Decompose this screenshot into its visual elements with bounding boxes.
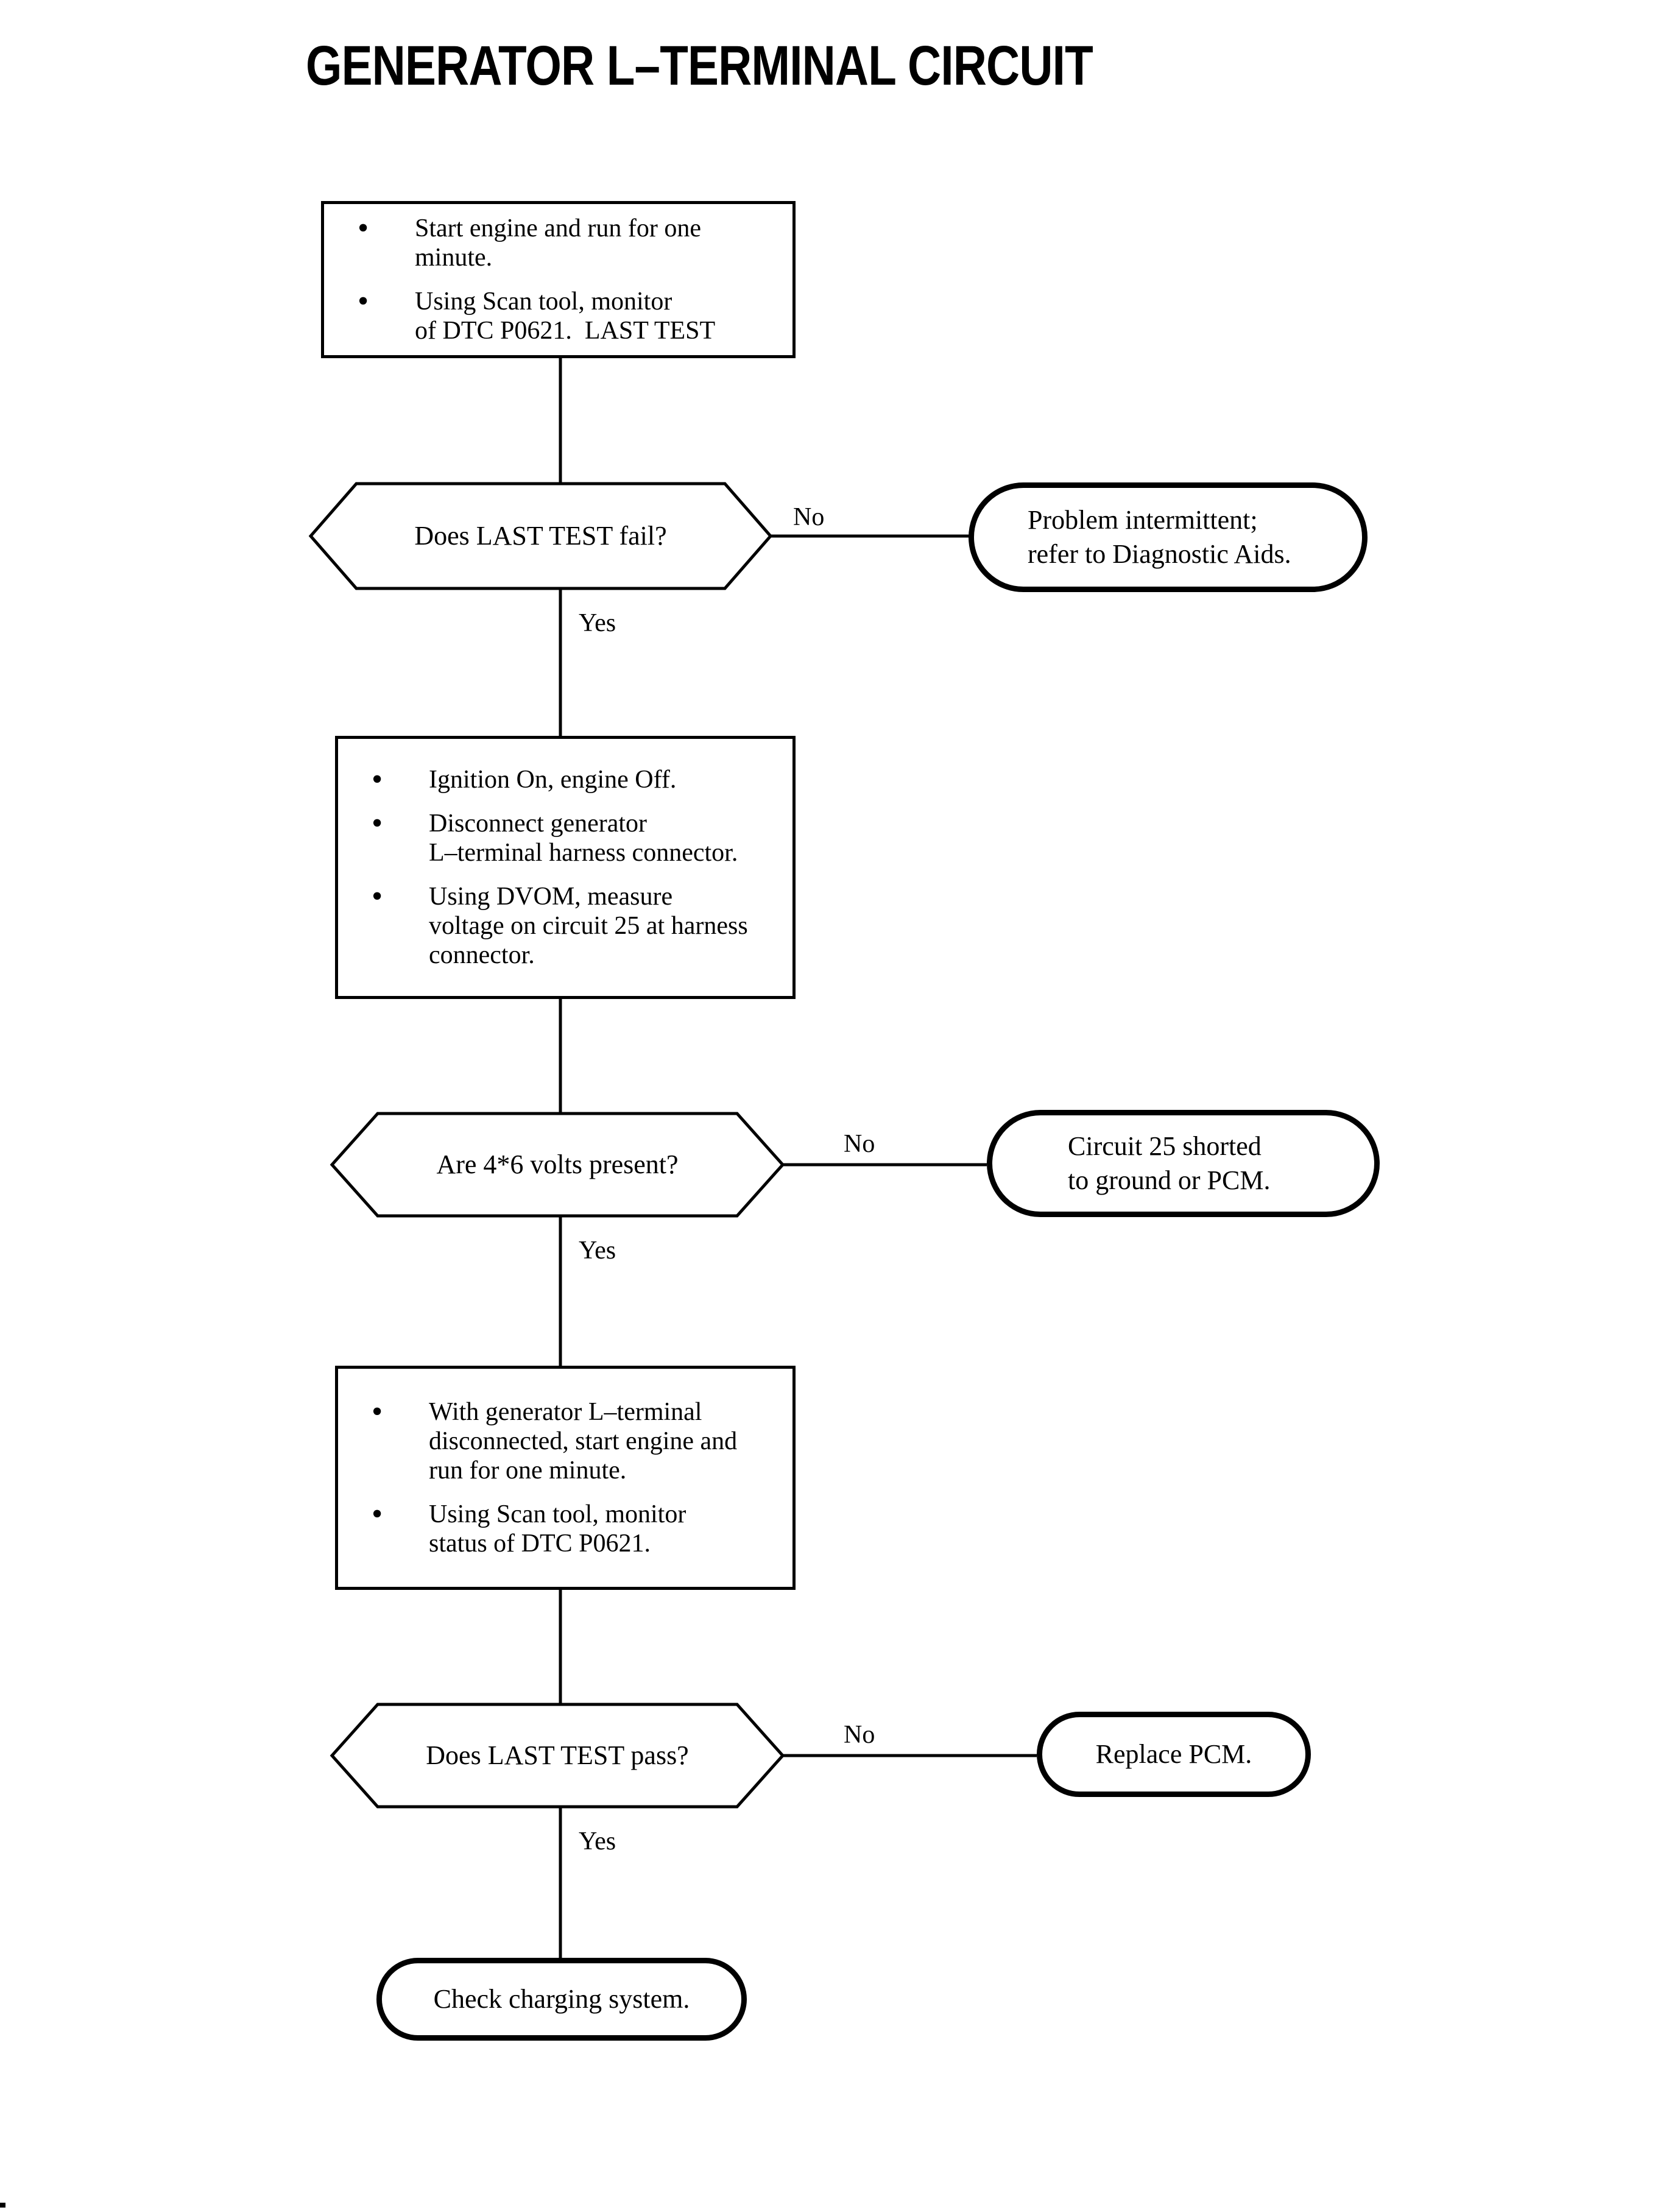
decision-1-question: Does LAST TEST fail? <box>414 521 667 551</box>
scan-artifact-dot <box>0 2203 5 2208</box>
bullet-item: • Start engine and run for one minute. <box>324 211 792 272</box>
decision-3-question: Does LAST TEST pass? <box>426 1740 689 1770</box>
bullet-icon: • <box>358 284 369 319</box>
terminal-check-charging-system: Check charging system. <box>376 1958 747 2041</box>
bullet-icon: • <box>372 879 383 914</box>
terminal-circuit-shorted: Circuit 25 shorted to ground or PCM. <box>987 1110 1380 1217</box>
bullet-text: Ignition On, engine Off. <box>429 766 677 794</box>
process-box-step1: • Start engine and run for one minute. •… <box>321 201 796 358</box>
yes-label-2: Yes <box>579 1237 616 1265</box>
bullet-item: • Ignition On, engine Off. <box>338 762 792 797</box>
bullet-icon: • <box>372 1497 383 1531</box>
bullet-text: Using Scan tool, monitor of DTC P0621. L… <box>415 288 716 345</box>
decision-3-hexagon <box>330 1703 785 1809</box>
bullet-icon: • <box>358 211 369 245</box>
decision-2-question: Are 4*6 volts present? <box>436 1149 679 1179</box>
process-box-step3: • With generator L–terminal disconnected… <box>335 1366 796 1590</box>
yes-label-1: Yes <box>579 609 616 637</box>
terminal-problem-intermittent: Problem intermittent; refer to Diagnosti… <box>969 482 1368 592</box>
bullet-text: Using Scan tool, monitor status of DTC P… <box>429 1500 686 1558</box>
process-box-step2: • Ignition On, engine Off. • Disconnect … <box>335 736 796 999</box>
bullet-item: • With generator L–terminal disconnected… <box>338 1394 792 1485</box>
yes-label-3: Yes <box>579 1827 616 1855</box>
bullet-item: • Using Scan tool, monitor status of DTC… <box>338 1497 792 1558</box>
bullet-icon: • <box>372 806 383 841</box>
decision-1-hexagon <box>308 482 773 590</box>
bullet-item: • Using Scan tool, monitor of DTC P0621.… <box>324 284 792 345</box>
bullet-icon: • <box>372 762 383 797</box>
no-label-1: No <box>793 503 825 531</box>
page-title: GENERATOR L–TERMINAL CIRCUIT <box>306 35 1093 97</box>
bullet-text: Using DVOM, measure voltage on circuit 2… <box>429 883 748 969</box>
bullet-text: Start engine and run for one minute. <box>415 214 702 272</box>
bullet-icon: • <box>372 1394 383 1429</box>
bullet-item: • Using DVOM, measure voltage on circuit… <box>338 879 792 970</box>
no-label-3: No <box>844 1721 875 1749</box>
no-label-2: No <box>844 1130 875 1158</box>
bullet-text: With generator L–terminal disconnected, … <box>429 1398 738 1485</box>
terminal-replace-pcm: Replace PCM. <box>1037 1712 1311 1797</box>
bullet-item: • Disconnect generator L–terminal harnes… <box>338 806 792 867</box>
decision-2-hexagon <box>330 1112 785 1218</box>
bullet-text: Disconnect generator L–terminal harness … <box>429 810 738 867</box>
